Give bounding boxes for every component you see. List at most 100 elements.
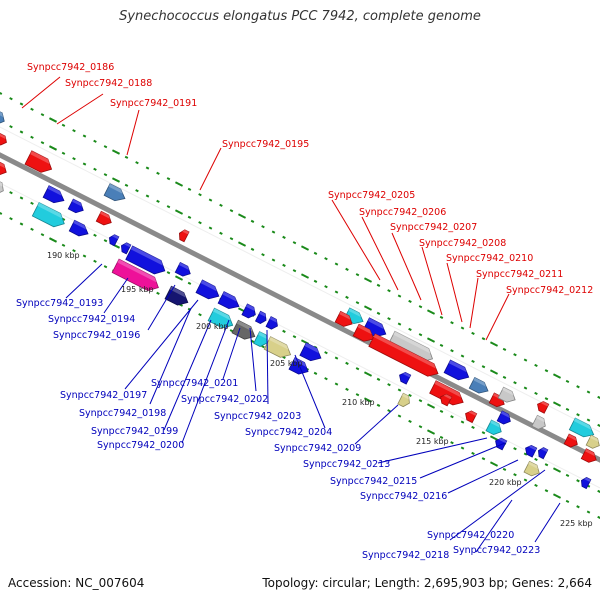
gene-feature[interactable] [579, 476, 592, 490]
gene-feature[interactable] [0, 108, 7, 127]
gene-feature[interactable] [563, 433, 580, 449]
gene-label[interactable]: Synpcc7942_0194 [48, 314, 135, 325]
gene-feature[interactable] [68, 219, 90, 239]
scale-tick [397, 388, 402, 392]
gene-feature[interactable] [531, 414, 548, 431]
gene-feature[interactable] [263, 336, 294, 361]
scale-tick [48, 237, 58, 243]
gene-feature[interactable] [265, 316, 280, 331]
gene-label[interactable]: Synpcc7942_0210 [446, 253, 533, 264]
gene-feature[interactable] [177, 228, 190, 243]
label-leader-line [446, 262, 463, 323]
gene-label[interactable]: Synpcc7942_0200 [97, 440, 184, 451]
scale-tick [40, 141, 45, 145]
scale-tick [30, 135, 34, 139]
gene-label[interactable]: Synpcc7942_0206 [359, 207, 446, 218]
scale-tick [439, 435, 444, 439]
gene-label[interactable]: Synpcc7942_0211 [476, 269, 563, 280]
gene-feature[interactable] [31, 202, 67, 231]
scale-tick [450, 349, 454, 353]
gene-feature[interactable] [443, 359, 472, 383]
gene-label[interactable]: Synpcc7942_0195 [222, 139, 309, 150]
scale-tick [313, 371, 318, 375]
gene-feature[interactable] [125, 245, 168, 277]
gene-feature[interactable] [496, 410, 513, 426]
gene-feature[interactable] [95, 210, 113, 227]
gene-feature[interactable] [111, 258, 162, 294]
gene-feature[interactable] [368, 333, 441, 380]
gene-feature[interactable] [397, 392, 412, 408]
gene-feature[interactable] [42, 185, 67, 207]
gene-feature[interactable] [352, 323, 377, 345]
gene-label[interactable]: Synpcc7942_0213 [303, 459, 390, 470]
gene-feature[interactable] [463, 409, 478, 424]
gene-label[interactable]: Synpcc7942_0215 [330, 476, 417, 487]
gene-feature[interactable] [254, 310, 268, 325]
gene-feature[interactable] [207, 307, 236, 331]
gene-feature[interactable] [299, 342, 324, 365]
gene-label[interactable]: Synpcc7942_0186 [27, 62, 114, 73]
gene-feature[interactable] [119, 241, 132, 255]
label-leader-line [124, 299, 199, 390]
gene-feature[interactable] [536, 446, 549, 460]
scale-tick [502, 347, 507, 351]
gene-label[interactable]: Synpcc7942_0212 [506, 285, 593, 296]
gene-feature[interactable] [164, 285, 191, 308]
gene-feature[interactable] [67, 198, 85, 215]
gene-feature[interactable] [468, 376, 490, 397]
gene-label[interactable]: Synpcc7942_0207 [390, 222, 477, 233]
gene-label[interactable]: Synpcc7942_0204 [245, 427, 332, 438]
scale-tick [576, 385, 580, 389]
gene-feature[interactable] [429, 380, 467, 409]
gene-feature[interactable] [438, 392, 453, 407]
gene-feature[interactable] [103, 183, 128, 205]
gene-feature[interactable] [217, 291, 242, 313]
gene-feature[interactable] [497, 386, 518, 405]
scale-tick [48, 117, 58, 123]
gene-label[interactable]: Synpcc7942_0193 [16, 298, 103, 309]
gene-feature[interactable] [195, 279, 222, 302]
gene-label[interactable]: Synpcc7942_0216 [360, 491, 447, 502]
gene-feature[interactable] [24, 150, 55, 176]
gene-label[interactable]: Synpcc7942_0209 [274, 443, 361, 454]
gene-label[interactable]: Synpcc7942_0223 [453, 545, 540, 556]
gene-feature[interactable] [568, 417, 596, 440]
gene-feature[interactable] [485, 419, 504, 437]
gene-label[interactable]: Synpcc7942_0196 [53, 330, 140, 341]
gene-feature[interactable] [523, 444, 538, 458]
scale-tick [544, 463, 549, 467]
gene-feature[interactable] [580, 448, 598, 465]
gene-label[interactable]: Synpcc7942_0208 [419, 238, 506, 249]
gene-feature[interactable] [174, 261, 192, 278]
scale-tick [418, 333, 423, 337]
gene-feature[interactable] [493, 436, 508, 451]
gene-label[interactable]: Synpcc7942_0205 [328, 190, 415, 201]
scale-tick [292, 269, 297, 273]
gene-label[interactable]: Synpcc7942_0202 [181, 394, 268, 405]
gene-label[interactable]: Synpcc7942_0198 [79, 408, 166, 419]
gene-feature[interactable] [535, 400, 550, 414]
scale-tick [450, 441, 454, 445]
gene-label[interactable]: Synpcc7942_0199 [91, 426, 178, 437]
gene-feature[interactable] [585, 434, 600, 450]
scale-tick [145, 194, 150, 198]
gene-feature[interactable] [241, 303, 258, 320]
gene-feature[interactable] [0, 160, 9, 178]
gene-feature[interactable] [231, 319, 258, 342]
gene-feature[interactable] [0, 132, 9, 146]
gene-label[interactable]: Synpcc7942_0201 [151, 378, 238, 389]
gene-label[interactable]: Synpcc7942_0197 [60, 390, 147, 401]
gene-feature[interactable] [334, 310, 355, 329]
gene-label[interactable]: Synpcc7942_0203 [214, 411, 301, 422]
gene-feature[interactable] [0, 179, 6, 197]
gene-label[interactable]: Synpcc7942_0188 [65, 78, 152, 89]
gene-feature[interactable] [253, 331, 271, 349]
gene-feature[interactable] [397, 371, 412, 385]
label-leader-line [534, 502, 561, 543]
gene-label[interactable]: Synpcc7942_0218 [362, 550, 449, 561]
gene-feature[interactable] [107, 233, 120, 247]
gene-feature[interactable] [523, 460, 542, 478]
gene-label[interactable]: Synpcc7942_0191 [110, 98, 197, 109]
scale-tick [237, 213, 247, 219]
gene-label[interactable]: Synpcc7942_0220 [427, 530, 514, 541]
